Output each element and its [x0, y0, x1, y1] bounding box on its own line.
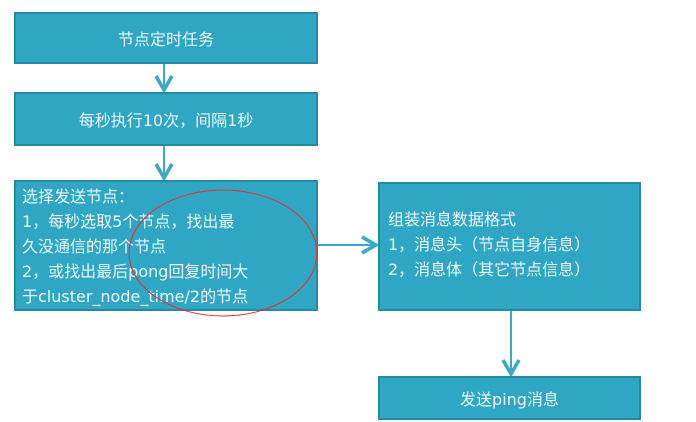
node-title: 组装消息数据格式	[388, 210, 517, 229]
node-label: 每秒执行10次，间隔1秒	[78, 111, 254, 130]
node-line: 1，消息头（节点自身信息）	[388, 235, 591, 254]
node-title: 选择发送节点：	[22, 187, 135, 206]
node-line: 1，每秒选取5个节点，找出最	[22, 212, 235, 231]
node-line: 2，或找出最后pong回复时间大	[22, 262, 249, 281]
node-assemble-message: 组装消息数据格式 1，消息头（节点自身信息） 2，消息体（其它节点信息）	[378, 182, 641, 311]
node-send-ping: 发送ping消息	[378, 376, 641, 420]
node-label: 发送ping消息	[460, 390, 559, 409]
node-timer-task: 节点定时任务	[14, 12, 318, 64]
node-line: 2，消息体（其它节点信息）	[388, 260, 591, 279]
node-line: 于cluster_node_time/2的节点	[22, 287, 249, 306]
node-frequency: 每秒执行10次，间隔1秒	[14, 92, 318, 146]
node-label: 节点定时任务	[117, 30, 214, 49]
highlight-ellipse	[128, 189, 318, 317]
